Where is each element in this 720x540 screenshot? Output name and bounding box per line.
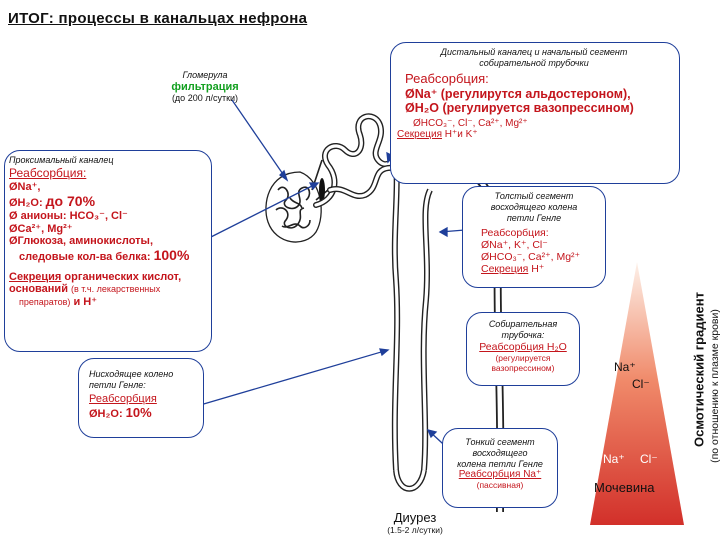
glomerulus-label: Гломерула фильтрация (до 200 л/сутки) bbox=[150, 70, 260, 104]
thick-ions-line-1: ØNa⁺, K⁺, Cl⁻ bbox=[481, 239, 548, 251]
osmotic-gradient-triangle bbox=[590, 262, 684, 525]
descending-reabsorption-label: Реабсорбция bbox=[89, 392, 157, 405]
gradient-urea: Мочевина bbox=[594, 480, 655, 495]
glomerulus-volume: (до 200 л/сутки) bbox=[171, 92, 239, 103]
glomerulus-process: фильтрация bbox=[171, 80, 239, 93]
collecting-duct-box: Собирательная трубочка: Реабсорбция H₂O … bbox=[466, 312, 580, 386]
osmotic-gradient-subtitle: (по отношению к плазме крови) bbox=[709, 309, 720, 463]
descending-water-value: 10% bbox=[125, 404, 152, 420]
proximal-header: Проксимальный каналец bbox=[9, 155, 114, 165]
proximal-water-prefix: ØH₂O: bbox=[9, 196, 43, 209]
proximal-reabsorption-label: Реабсорбция: bbox=[9, 165, 87, 180]
proximal-cations-line: ØCa²⁺, Mg²⁺ bbox=[9, 222, 73, 235]
diuresis-volume: (1.5-2 л/сутки) bbox=[387, 525, 443, 535]
distal-na-line: ØNa⁺ (регулирутся альдостероном), bbox=[405, 87, 631, 101]
diuresis-title: Диурез bbox=[393, 510, 437, 525]
thin-header-3: колена петли Генле bbox=[457, 458, 543, 469]
proximal-protein-value: 100% bbox=[153, 246, 190, 263]
proximal-secretion-line2-small: (в т.ч. лекарственных bbox=[71, 283, 161, 294]
descending-water-prefix: ØH₂O: bbox=[89, 407, 123, 420]
proximal-tubule-box: Проксимальный каналец Реабсорбция: ØNa⁺,… bbox=[4, 150, 212, 352]
thick-secretion-rest: H⁺ bbox=[531, 263, 545, 275]
thick-ions-line-2: ØHCO₃⁻, Ca²⁺, Mg²⁺ bbox=[481, 251, 581, 263]
distal-secretion-rest: H⁺и K⁺ bbox=[444, 129, 478, 140]
proximal-secretion-rest: органических кислот, bbox=[64, 270, 182, 283]
distal-header-2: собирательной трубочки bbox=[479, 57, 589, 68]
thick-header-1: Толстый сегмент bbox=[494, 191, 574, 201]
collecting-reabsorption: Реабсорбция H₂O bbox=[479, 340, 567, 353]
distal-ions-line: ØHCO₃⁻, Cl⁻, Ca²⁺, Mg²⁺ bbox=[413, 118, 528, 129]
proximal-water-value: до 70% bbox=[45, 192, 96, 209]
thin-reabsorption: Реабсорбция Na⁺ bbox=[458, 469, 542, 481]
proximal-secretion-line3-rest: и H⁺ bbox=[73, 295, 98, 308]
gradient-top-na: Na⁺ bbox=[614, 360, 636, 374]
collecting-header-1: Собирательная bbox=[488, 319, 558, 329]
proximal-protein-text: следовые кол-ва белка: bbox=[19, 250, 151, 263]
osmotic-gradient-title: Осмотический градиент bbox=[691, 292, 707, 447]
proximal-secretion-line2: оснований bbox=[9, 282, 68, 295]
gradient-top-cl: Cl⁻ bbox=[632, 377, 650, 391]
thick-secretion-word: Секреция bbox=[481, 263, 529, 275]
distal-reabsorption-label: Реабсорбция: bbox=[405, 71, 489, 86]
distal-tubule-box: Дистальный каналец и начальный сегмент с… bbox=[390, 42, 680, 184]
thin-note: (пассивная) bbox=[476, 480, 524, 491]
proximal-secretion-word: Секреция bbox=[9, 270, 62, 283]
proximal-glucose-line: ØГлюкоза, аминокислоты, bbox=[9, 234, 154, 247]
distal-secretion-word: Секреция bbox=[397, 129, 443, 140]
thin-header-2: восходящего bbox=[472, 447, 528, 458]
page-title: ИТОГ: процессы в канальцах нефрона bbox=[8, 10, 308, 27]
descending-limb-box: Нисходящее колено петли Генле: Реабсорбц… bbox=[78, 358, 204, 438]
thick-reabsorption-label: Реабсорбция: bbox=[481, 227, 549, 239]
thick-header-2: восходящего колена bbox=[490, 201, 578, 212]
collecting-note-2: вазопрессином) bbox=[491, 362, 555, 373]
gradient-bottom-na: Na⁺ bbox=[603, 452, 625, 466]
thick-ascending-box: Толстый сегмент восходящего колена петли… bbox=[462, 186, 606, 288]
diuresis-label: Диурез (1.5-2 л/сутки) bbox=[360, 510, 470, 535]
macula-densa-mark bbox=[319, 178, 325, 202]
collecting-header-2: трубочка: bbox=[501, 329, 545, 340]
descending-header-2: петли Генле: bbox=[89, 379, 146, 390]
thick-header-3: петли Генле bbox=[506, 212, 562, 223]
proximal-secretion-line3-small: препаратов) bbox=[19, 296, 71, 307]
descending-header-1: Нисходящее колено bbox=[89, 369, 174, 379]
thin-ascending-box: Тонкий сегмент восходящего колена петли … bbox=[442, 428, 558, 508]
distal-water-line: ØH₂O (регулируется вазопрессином) bbox=[405, 101, 634, 115]
gradient-bottom-cl: Cl⁻ bbox=[640, 452, 658, 466]
thin-header-1: Тонкий сегмент bbox=[465, 437, 535, 447]
glomerulus-name: Гломерула bbox=[182, 70, 228, 80]
proximal-anions-line: Ø анионы: HCO₃⁻, Cl⁻ bbox=[9, 209, 128, 222]
collecting-note-1: (регулируется bbox=[495, 352, 551, 363]
proximal-na-line: ØNa⁺, bbox=[9, 180, 41, 193]
distal-header-1: Дистальный каналец и начальный сегмент bbox=[440, 47, 628, 57]
